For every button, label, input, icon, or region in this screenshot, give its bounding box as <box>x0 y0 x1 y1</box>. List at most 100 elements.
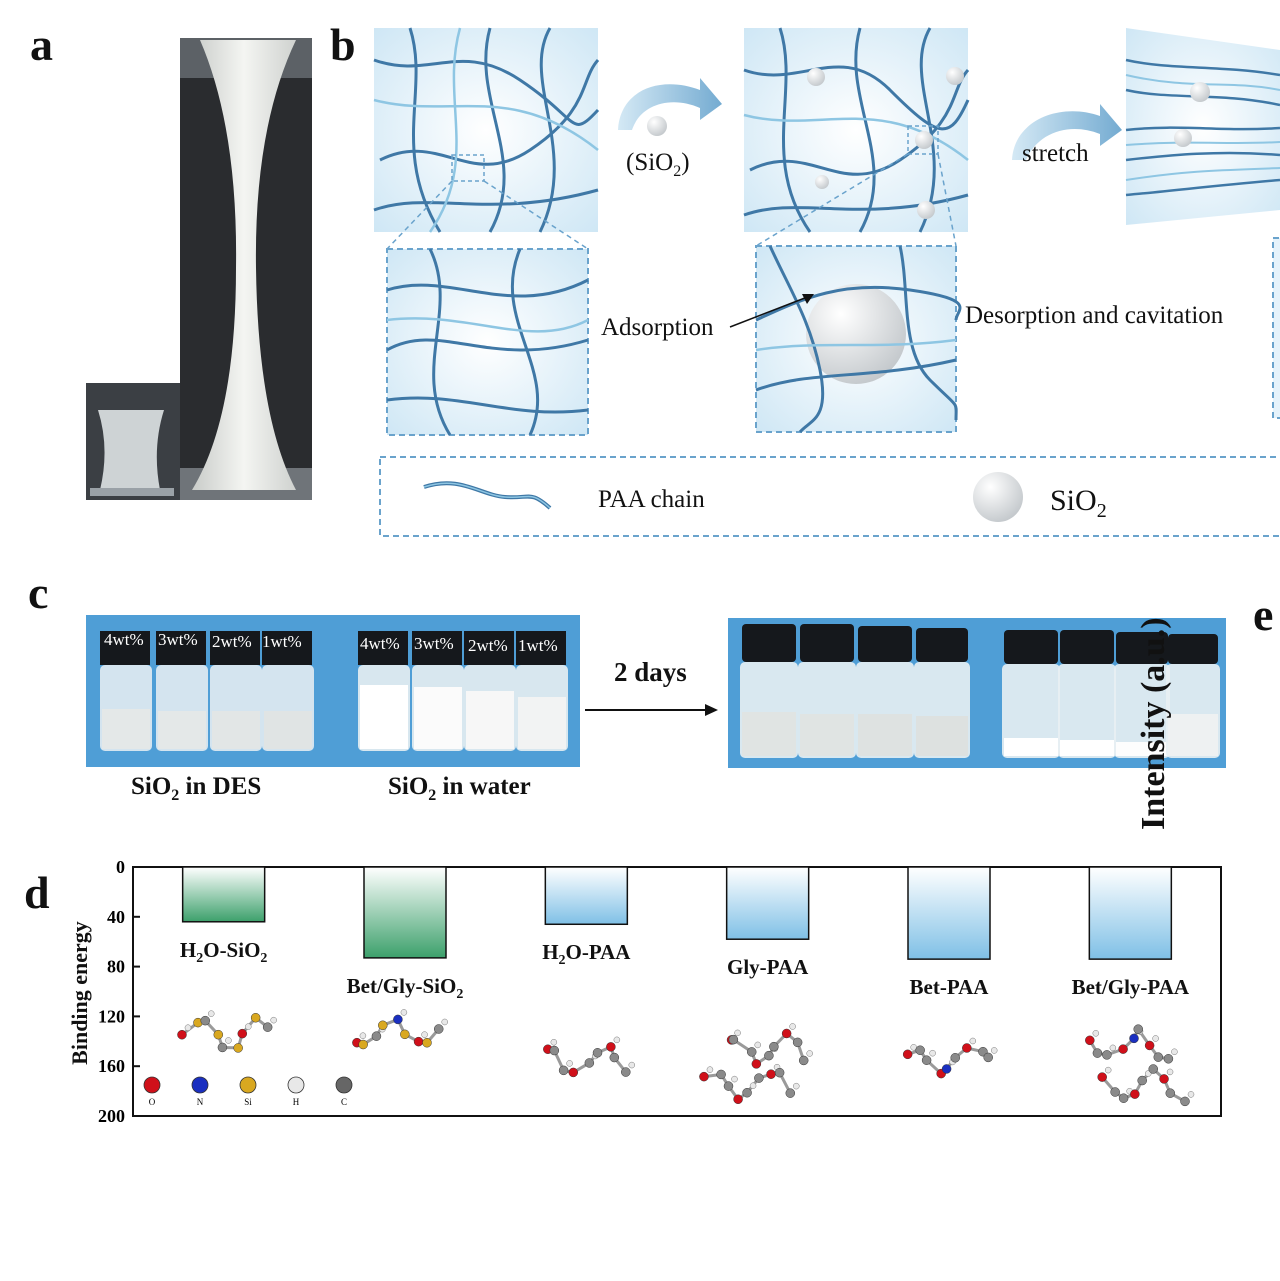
molecule-atom <box>950 1053 960 1063</box>
molecule-atom <box>359 1032 367 1039</box>
stretch-label: stretch <box>1022 140 1089 167</box>
molecule-atom <box>734 1029 741 1037</box>
molecule-atom <box>400 1029 410 1040</box>
molecule-atom <box>728 1034 739 1045</box>
molecule-atom <box>1171 1048 1178 1056</box>
caption-sio2-water: SiO2 in water <box>388 773 531 804</box>
molecule-atom <box>207 1010 215 1017</box>
bar-bet-gly-paa <box>1088 866 1173 960</box>
molecule-atom <box>371 1031 382 1041</box>
molecule-atom <box>1165 1088 1176 1098</box>
molecule-atom <box>793 1082 800 1090</box>
molecule-atom <box>1118 1044 1128 1054</box>
molecule-atom <box>413 1036 424 1047</box>
vial-label-water-4: 4wt% <box>360 634 400 653</box>
molecule-atom <box>1133 1024 1143 1034</box>
category-label: Bet-PAA <box>909 975 989 1000</box>
molecule-atom <box>774 1067 785 1078</box>
sio2-step-label: (SiO2) <box>626 149 690 180</box>
molecule-atom <box>723 1081 734 1091</box>
vial-label-des-1: 1wt% <box>262 632 302 651</box>
molecule-atom <box>1097 1072 1107 1082</box>
molecule-atom <box>785 1088 796 1098</box>
y-tick-label: 80 <box>107 957 125 977</box>
vial-label-des-4: 4wt% <box>104 630 144 649</box>
molecule-atom <box>716 1069 726 1080</box>
molecule-atom <box>792 1037 803 1048</box>
legend-sio2: SiO2 <box>1050 484 1107 522</box>
y-tick-label: 160 <box>98 1056 125 1076</box>
molecule-atom <box>1085 1035 1095 1046</box>
panel-letter-b: b <box>330 19 356 70</box>
atom-legend-si <box>239 1076 257 1094</box>
caption-sio2-des: SiO2 in DES <box>131 773 262 804</box>
molecule-atom <box>764 1050 774 1061</box>
molecule-atom <box>217 1042 228 1053</box>
molecule-atom <box>706 1066 714 1073</box>
panel-letter-e: e <box>1253 589 1274 640</box>
molecule-atom <box>754 1041 761 1049</box>
network-illustration <box>373 27 1280 537</box>
atom-legend-label: C <box>341 1097 347 1107</box>
molecule-atom <box>1118 1093 1129 1103</box>
molecule-atom <box>731 1075 738 1083</box>
molecule-atom <box>1153 1052 1164 1062</box>
bar-h2o-paa <box>544 866 629 926</box>
molecule-atom <box>1110 1087 1120 1097</box>
y-tick-label: 120 <box>98 1006 125 1026</box>
atom-legend-n <box>191 1076 209 1094</box>
vials-photo-after <box>728 618 1226 768</box>
atom-legend-label: N <box>197 1097 204 1107</box>
panel-letter-c: c <box>28 567 49 618</box>
molecule-atom <box>400 1009 408 1016</box>
molecule-atom <box>613 1036 621 1044</box>
molecule-atom <box>1180 1096 1190 1107</box>
molecule-atom <box>609 1052 620 1063</box>
vial-label-des-2: 2wt% <box>212 632 252 651</box>
molecule-atom <box>962 1043 972 1053</box>
molecule-atom <box>1130 1089 1140 1099</box>
molecule-atom <box>177 1029 187 1040</box>
molecule-atom <box>806 1050 813 1057</box>
adsorption-label: Adsorption <box>601 314 714 341</box>
molecule-atom <box>592 1048 603 1058</box>
atom-legend-label: O <box>149 1097 156 1107</box>
panel-letter-a: a <box>30 19 53 70</box>
category-label: Gly-PAA <box>727 955 809 980</box>
molecule-atom <box>628 1061 636 1069</box>
molecule-atom <box>200 1015 210 1026</box>
molecule-atom <box>754 1073 764 1083</box>
molecule-atom <box>742 1087 752 1098</box>
molecule-atom <box>1092 1048 1103 1058</box>
atom-legend-label: Si <box>244 1097 252 1107</box>
vials-photo-before <box>86 615 580 767</box>
molecule-atom <box>237 1028 248 1039</box>
molecule-atom <box>1152 1035 1159 1042</box>
molecule-atom <box>969 1037 977 1045</box>
panel-e-ylabel-fragment: Intensity (a.u.) <box>1135 617 1172 830</box>
molecule-atom <box>1137 1075 1147 1086</box>
molecule-atom <box>584 1058 595 1068</box>
molecule-atom <box>1129 1033 1139 1044</box>
molecule-atom <box>433 1024 444 1034</box>
category-label: H2O-PAA <box>542 940 631 969</box>
y-tick-label: 40 <box>107 907 125 927</box>
molecule-atom <box>270 1016 277 1024</box>
molecule-atom <box>621 1067 631 1077</box>
molecule-atom <box>358 1039 368 1050</box>
molecule-atom <box>789 1023 796 1030</box>
time-arrow <box>585 704 718 716</box>
category-label: Bet/Gly-PAA <box>1071 975 1190 1000</box>
molecule-atom <box>393 1014 403 1025</box>
molecule-atom <box>378 1020 388 1031</box>
molecule-atom <box>990 1047 998 1054</box>
plot-frame <box>132 866 1222 1117</box>
category-label: Bet/Gly-SiO2 <box>346 973 464 1003</box>
molecule-atom <box>983 1052 993 1063</box>
molecule-atom <box>422 1037 432 1048</box>
two-days-label: 2 days <box>614 657 687 687</box>
molecule-atom <box>1144 1040 1155 1051</box>
molecule-atom <box>733 1094 743 1105</box>
molecule-atom <box>184 1024 192 1031</box>
molecule-atom <box>566 1060 573 1067</box>
